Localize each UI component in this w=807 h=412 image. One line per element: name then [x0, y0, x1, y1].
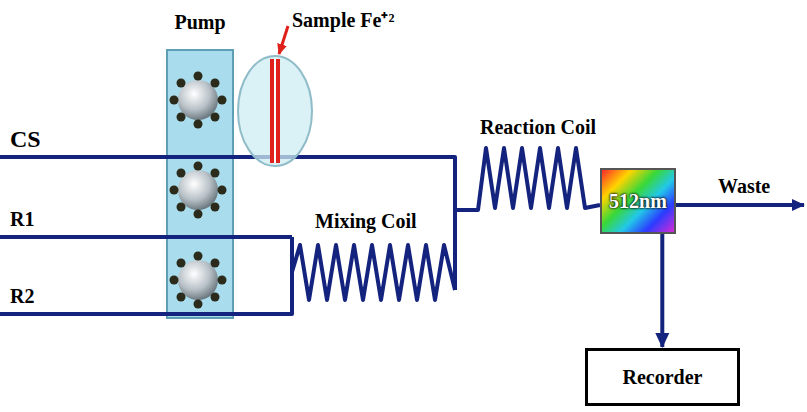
node-text: Sample Fe⁺²: [292, 8, 394, 32]
flow-tube: [233, 155, 253, 159]
node-text: Pump: [174, 10, 225, 34]
cs-tube: [0, 155, 253, 159]
recorder-box: Recorder: [585, 348, 740, 406]
coil-label: Mixing Coil: [315, 210, 417, 232]
injection-valve: Sample Fe⁺²: [237, 55, 313, 167]
node-text: 512nm: [609, 189, 667, 213]
detector-512nm: 512nm: [600, 168, 676, 234]
node-text: Recorder: [623, 365, 703, 389]
flow-tube: [297, 148, 600, 210]
injection-arrow: [279, 26, 288, 54]
valve-outline: [237, 55, 313, 167]
outlet-label: Waste: [718, 175, 770, 197]
flow-tube: [660, 234, 664, 347]
coil-label: Reaction Coil: [480, 116, 596, 138]
stream-label: R2: [10, 285, 34, 307]
pump-body: [167, 50, 233, 318]
stream-label: CS: [10, 126, 41, 152]
mixing-coil: [292, 245, 455, 300]
waste-tube: [676, 203, 804, 207]
stream-label: R1: [10, 208, 34, 230]
r1-tube: [0, 235, 292, 239]
pump-roller: [178, 80, 218, 300]
roller-pins: [170, 72, 227, 309]
r2-tube: [0, 237, 292, 314]
peristaltic-pump: Pump: [167, 50, 233, 318]
